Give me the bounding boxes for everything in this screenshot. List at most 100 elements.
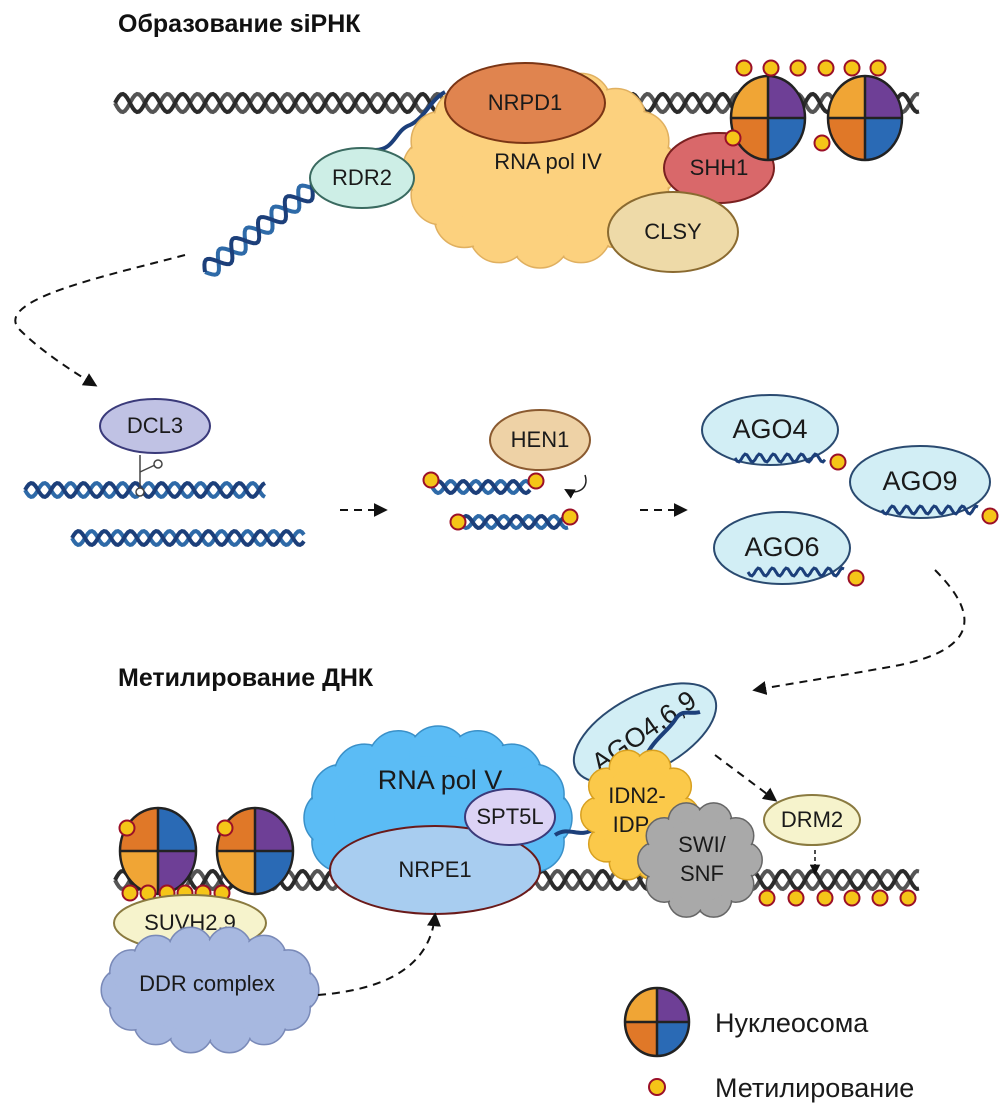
methylation-mark — [899, 889, 917, 907]
dna-strand — [23, 480, 266, 500]
histone-quadrant — [120, 851, 158, 894]
histone-quadrant — [625, 1022, 657, 1056]
dna-strand — [70, 528, 306, 548]
title-dna-methylation: Метилирование ДНК — [118, 664, 374, 692]
histone-quadrant — [657, 1022, 689, 1056]
shh1-label: SHH1 — [690, 155, 749, 180]
methylation-mark — [813, 134, 831, 152]
dashed-arrow-to-drm2 — [714, 754, 778, 802]
histone-quadrant — [158, 851, 196, 894]
histone-quadrant — [158, 808, 196, 851]
methylation-arrow — [564, 474, 587, 499]
histone-quadrant — [828, 118, 865, 160]
scissors-blade — [139, 464, 156, 473]
ago9-protein — [849, 445, 991, 519]
ddr-label: DDR complex — [139, 971, 275, 996]
nucleosome-outline — [729, 74, 807, 162]
methylation-mark — [817, 59, 835, 77]
idn2-idp-cloud — [580, 749, 700, 881]
methylation-mark — [758, 889, 776, 907]
methylation-mark — [422, 471, 440, 489]
histone-quadrant — [768, 76, 805, 118]
ago6-label: AGO6 — [744, 532, 819, 562]
histone-quadrant — [217, 851, 255, 894]
hen1-protein — [489, 409, 591, 471]
dcl3-protein — [99, 398, 211, 454]
histone-quadrant — [865, 118, 902, 160]
drm2-label: DRM2 — [781, 807, 843, 832]
methylation-mark — [527, 472, 545, 490]
rdr2-label: RDR2 — [332, 165, 392, 190]
histone-quadrant — [731, 118, 768, 160]
dashed-arrow-to-dcl3 — [14, 254, 186, 387]
ago4-protein — [701, 394, 839, 466]
methylation-mark — [843, 889, 861, 907]
cloud-core — [655, 818, 745, 902]
sirna-duplex — [430, 478, 532, 496]
methylation-mark — [648, 1078, 666, 1096]
histone-quadrant — [828, 76, 865, 118]
nrpe1-label: NRPE1 — [398, 857, 471, 882]
nrpd1-protein — [444, 62, 606, 144]
ago6-protein — [713, 511, 851, 585]
clsy-protein — [607, 191, 739, 273]
rna-strand — [746, 566, 845, 578]
rna-pol-iv-label: RNA pol IV — [494, 149, 602, 174]
scissors-handle — [153, 459, 163, 469]
dashed-arrow-to-nrpe1 — [317, 912, 441, 996]
methylation-mark — [789, 59, 807, 77]
spt5l-protein — [464, 788, 556, 846]
nucleosome — [118, 806, 198, 896]
swi-snf-label-line1: SWI/ — [678, 832, 727, 857]
methylation-mark — [724, 129, 742, 147]
nucleosome-outline — [118, 806, 198, 896]
histone-quadrant — [255, 808, 293, 851]
idn2-label-line1: IDN2- — [608, 783, 665, 808]
idn2-label-line2: IDP — [613, 812, 650, 837]
nucleosome — [215, 806, 295, 896]
dna-strand — [458, 513, 569, 531]
histone-quadrant — [625, 988, 657, 1022]
sirna-duplex — [458, 513, 569, 531]
methylation-mark — [829, 453, 847, 471]
rna-strand — [880, 504, 979, 516]
histone-quadrant — [657, 988, 689, 1022]
methylation-mark — [869, 59, 887, 77]
methylation-mark — [847, 569, 865, 587]
nucleosome — [729, 74, 807, 162]
scissors-icon — [135, 455, 163, 497]
spt5l-label: SPT5L — [476, 804, 543, 829]
methylation-mark — [787, 889, 805, 907]
histone-quadrant — [768, 118, 805, 160]
nrpd1-label: NRPD1 — [488, 90, 563, 115]
histone-quadrant — [865, 76, 902, 118]
methylation-mark — [762, 59, 780, 77]
histone-quadrant — [120, 808, 158, 851]
rdr2-protein — [309, 147, 415, 209]
methylation-mark — [735, 59, 753, 77]
dna-strand — [430, 478, 532, 496]
methylation-mark — [118, 819, 136, 837]
nucleosome-outline — [623, 986, 691, 1058]
nucleosome — [826, 74, 904, 162]
swi-snf-label-line2: SNF — [680, 861, 724, 886]
legend-nucleosome-label: Нуклеосома — [715, 1008, 869, 1038]
ago4-label: AGO4 — [732, 414, 807, 444]
swi-snf-cloud — [637, 802, 763, 918]
methylation-mark — [816, 889, 834, 907]
hen1-label: HEN1 — [511, 427, 570, 452]
methylation-mark — [121, 884, 139, 902]
histone-quadrant — [255, 851, 293, 894]
methylation-mark — [561, 508, 579, 526]
legend-nucleosome-icon — [623, 986, 691, 1058]
legend-methylation-label: Метилирование — [715, 1073, 914, 1103]
title-sirna-formation: Образование siРНК — [118, 10, 361, 38]
methylation-mark — [843, 59, 861, 77]
ddr-complex-cloud — [100, 926, 320, 1054]
dcl3-label: DCL3 — [127, 413, 183, 438]
methylation-mark — [871, 889, 889, 907]
rna-pol-v-label: RNA pol V — [378, 765, 503, 795]
histone-quadrant — [217, 808, 255, 851]
nucleosome-outline — [215, 806, 295, 896]
